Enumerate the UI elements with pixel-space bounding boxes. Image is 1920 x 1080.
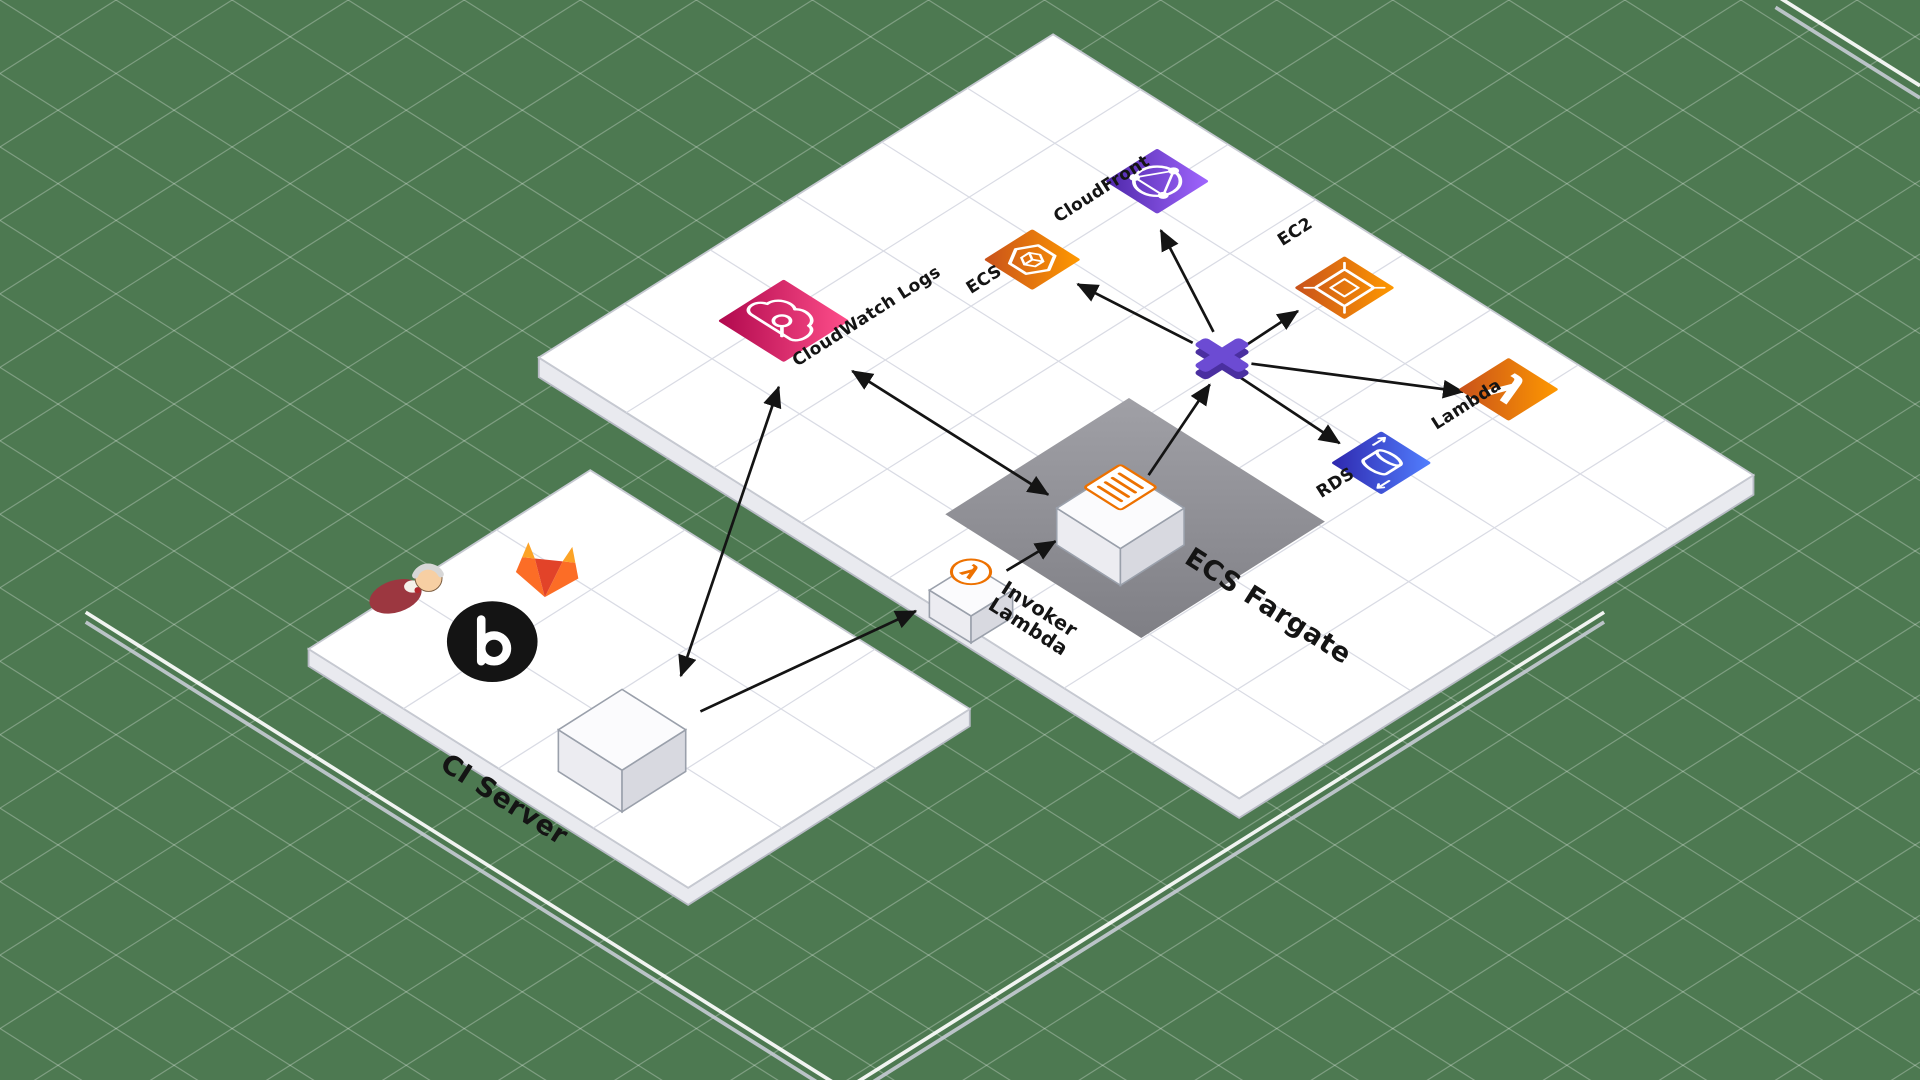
b-logo-icon bbox=[446, 601, 538, 683]
edge-cloudwatch-fargate bbox=[851, 369, 1050, 496]
grid-line bbox=[0, 146, 1476, 1080]
ec2-icon bbox=[1295, 256, 1394, 319]
grid-line bbox=[0, 0, 350, 221]
edge-hub-ec2 bbox=[1243, 309, 1300, 348]
grid-line bbox=[1159, 0, 1920, 482]
grid-line bbox=[0, 72, 1592, 1080]
grid-line bbox=[0, 0, 582, 368]
grid-line bbox=[0, 219, 1360, 1080]
grid-line bbox=[1542, 841, 1920, 1080]
grid-line bbox=[1043, 0, 1920, 555]
fargate-task-box bbox=[1055, 464, 1186, 587]
grid-line bbox=[0, 366, 1127, 1080]
grid-line bbox=[1078, 547, 1920, 1080]
edge-hub-ecs bbox=[1076, 282, 1194, 345]
decorative-platform-outline bbox=[84, 0, 1920, 1080]
grid-line bbox=[846, 400, 1920, 1080]
grid-line bbox=[0, 293, 1244, 1080]
fargate-task-icon bbox=[1084, 464, 1157, 511]
grid-line bbox=[0, 0, 930, 589]
grid-line bbox=[1194, 620, 1920, 1080]
jenkins-mascot-icon bbox=[369, 563, 444, 614]
edge-fargate-hub bbox=[1147, 383, 1211, 476]
grid-line bbox=[0, 660, 663, 1080]
grid-line bbox=[1310, 694, 1920, 1080]
invoker-lambda-box: λ bbox=[927, 558, 1015, 645]
service-hub-icon bbox=[1195, 338, 1249, 380]
edge-hub-cloudfront bbox=[1159, 229, 1215, 333]
grid-line bbox=[1426, 767, 1920, 1080]
grid-line bbox=[403, 529, 686, 710]
grid-line bbox=[0, 513, 895, 1080]
cloudfront-icon bbox=[1106, 149, 1209, 214]
grid-line bbox=[0, 807, 431, 1080]
edge-invoker-fargate bbox=[1005, 540, 1057, 572]
edge-hub-rds bbox=[1233, 372, 1341, 445]
grid-line bbox=[967, 87, 1669, 530]
grid-line bbox=[1391, 0, 1920, 335]
grid-line bbox=[0, 734, 547, 1080]
grid-line bbox=[0, 0, 1046, 662]
grid-line bbox=[1275, 0, 1920, 408]
edge-cloudwatch-ci bbox=[678, 385, 782, 678]
grid-line bbox=[1507, 0, 1920, 261]
edge-ci-invoker bbox=[699, 609, 918, 713]
lambda-icon: λ bbox=[1459, 358, 1558, 421]
grid-line bbox=[962, 473, 1920, 1080]
rds-icon bbox=[1332, 431, 1431, 494]
gitlab-logo-icon bbox=[515, 542, 579, 598]
invoker-lambda-icon: λ bbox=[949, 558, 993, 586]
ci-server-box bbox=[556, 688, 688, 814]
grid-line bbox=[0, 587, 779, 1080]
ecs-icon bbox=[984, 229, 1080, 290]
grid-line bbox=[0, 0, 466, 295]
grid-line bbox=[0, 0, 698, 442]
edges bbox=[678, 229, 1465, 713]
grid-line bbox=[0, 0, 814, 515]
edge-hub-lambda bbox=[1251, 362, 1465, 399]
cloudwatch-logs-icon bbox=[718, 279, 849, 362]
